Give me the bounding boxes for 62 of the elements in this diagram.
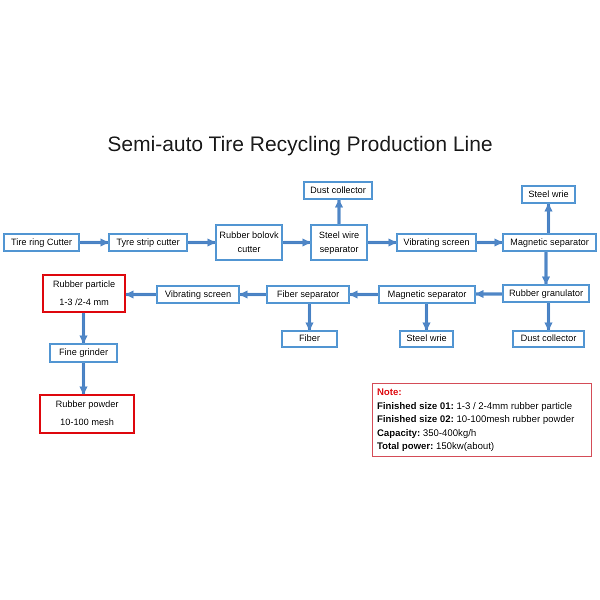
process-box [310, 224, 368, 261]
process-box [49, 343, 118, 363]
box-label: Fiber separator [276, 288, 340, 301]
box-label: 1-3 /2-4 mm [59, 296, 109, 308]
arrow [544, 203, 553, 233]
process-box [396, 233, 477, 252]
arrow [79, 313, 88, 344]
note-line: Finished size 02: 10-100mesh rubber powder [377, 413, 574, 427]
process-box [3, 233, 80, 252]
process-box [108, 233, 188, 252]
box-label: Rubber particle [52, 278, 116, 291]
box-label: Rubber granulator [508, 286, 584, 300]
arrow [349, 290, 378, 299]
arrow [542, 252, 550, 285]
product-box [42, 274, 126, 313]
process-box [502, 233, 597, 252]
note-heading: Note: [377, 386, 402, 400]
process-box [502, 284, 590, 303]
process-box [303, 181, 373, 200]
note-box [372, 383, 592, 457]
arrow [544, 303, 553, 331]
box-label: Vibrating screen [403, 236, 470, 249]
process-box [215, 224, 283, 261]
box-label: Steel wrie [406, 332, 447, 346]
box-label: Magnetic separator [510, 236, 589, 249]
arrow [125, 290, 156, 299]
product-box [39, 394, 135, 434]
arrow [475, 290, 502, 298]
box-label: Dust collector [520, 332, 576, 346]
box-label: Tyre strip cutter [116, 236, 180, 249]
box-label: Fine grinder [58, 346, 108, 360]
box-label: Steel wire separator [318, 228, 360, 256]
box-label: Steel wrie [528, 188, 569, 201]
note-line: Finished size 01: 1-3 / 2-4mm rubber particle [377, 400, 572, 414]
arrow [79, 363, 88, 395]
box-label: 10-100 mesh [60, 416, 114, 429]
process-box [266, 285, 350, 304]
box-label: Dust collector [310, 184, 366, 197]
arrow [188, 238, 216, 247]
arrow [477, 238, 503, 247]
arrow [334, 199, 344, 224]
box-label: Rubber bolovk cutter [219, 228, 279, 256]
box-label: Tire ring Cutter [11, 236, 72, 249]
process-box [378, 285, 476, 304]
arrow [283, 238, 311, 247]
process-box [399, 330, 454, 348]
box-label: Vibrating screen [164, 288, 232, 301]
process-box [156, 285, 240, 304]
arrow [80, 238, 109, 247]
note-line: Total power: 150kw(about) [377, 440, 494, 454]
arrow [239, 290, 266, 299]
diagram-title: Semi-auto Tire Recycling Production Line [106, 133, 494, 157]
process-box [281, 330, 338, 348]
box-label: Rubber powder [56, 398, 118, 412]
arrow [422, 304, 431, 331]
process-box [512, 330, 585, 348]
process-box [521, 185, 576, 204]
box-label: Magnetic separator [388, 288, 466, 301]
arrow [305, 304, 314, 331]
note-line: Capacity: 350-400kg/h [377, 426, 476, 440]
box-label: Fiber [299, 332, 320, 346]
arrow [368, 238, 397, 247]
